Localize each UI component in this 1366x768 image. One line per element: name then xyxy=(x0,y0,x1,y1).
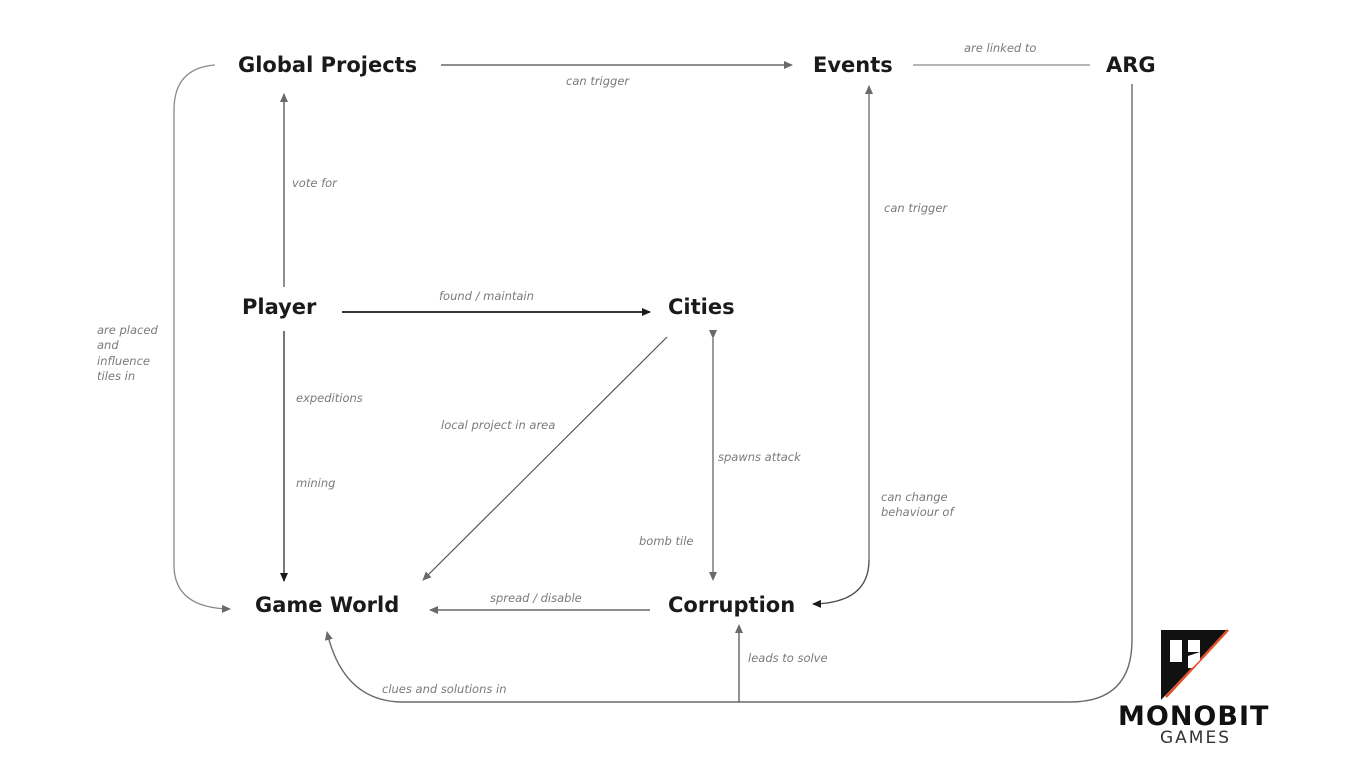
label-gp-gameworld: are placed and influence tiles in xyxy=(97,323,158,383)
node-events: Events xyxy=(813,53,893,77)
label-player-mining: mining xyxy=(296,476,336,490)
label-corruption-gameworld: spread / disable xyxy=(490,591,582,605)
node-global-projects: Global Projects xyxy=(238,53,418,77)
label-events-arg: are linked to xyxy=(964,41,1037,55)
logo-wordmark: MONOBIT xyxy=(1118,701,1270,732)
logo-subtitle: GAMES xyxy=(1160,728,1232,748)
node-arg: ARG xyxy=(1106,53,1156,77)
label-player-gp: vote for xyxy=(292,176,337,190)
label-gp-events: can trigger xyxy=(566,74,630,88)
edge-arg-gameworld xyxy=(324,84,1133,703)
node-player: Player xyxy=(242,295,317,319)
label-cities-events: can trigger xyxy=(884,201,948,215)
edge-globalprojects-gameworld xyxy=(173,64,231,613)
label-corruption-bomb: bomb tile xyxy=(639,534,694,548)
node-corruption: Corruption xyxy=(668,593,796,617)
label-player-cities: found / maintain xyxy=(439,289,534,303)
label-arg-corruption: leads to solve xyxy=(748,651,828,665)
edge-events-corruption xyxy=(812,559,870,608)
label-cities-spawns: spawns attack xyxy=(718,450,801,464)
node-game-world: Game World xyxy=(255,593,400,617)
label-cities-gameworld: local project in area xyxy=(441,418,556,432)
label-arg-gameworld: clues and solutions in xyxy=(382,682,507,696)
label-events-corruption: can change behaviour of xyxy=(881,490,954,520)
label-player-expeditions: expeditions xyxy=(296,391,363,405)
edge-cities-gameworld xyxy=(422,336,668,581)
logo-mark-icon xyxy=(1161,629,1229,700)
node-cities: Cities xyxy=(668,295,735,319)
